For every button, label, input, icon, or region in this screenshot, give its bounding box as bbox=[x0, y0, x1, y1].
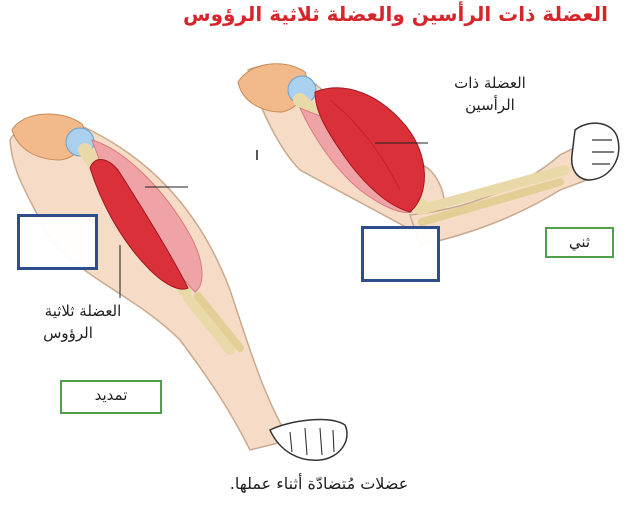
extension-state-box: تمديد bbox=[60, 380, 162, 414]
biceps-label-line2: الرأسين bbox=[430, 94, 550, 116]
flexed-arm bbox=[238, 64, 619, 245]
figure-caption: عضلات مُتضادّة أثناء عملها. bbox=[0, 474, 638, 493]
extended-hand bbox=[270, 420, 347, 461]
flexion-state-box: ثني bbox=[545, 227, 614, 258]
triceps-label-line1: العضلة ثلاثية bbox=[8, 300, 158, 322]
answer-box-right[interactable] bbox=[361, 226, 440, 282]
answer-box-left[interactable] bbox=[17, 214, 98, 270]
triceps-label-line2: الرؤوس bbox=[8, 322, 158, 344]
triceps-label: العضلة ثلاثية الرؤوس bbox=[8, 300, 158, 344]
biceps-label: العضلة ذات الرأسين bbox=[430, 72, 550, 116]
biceps-label-line1: العضلة ذات bbox=[430, 72, 550, 94]
